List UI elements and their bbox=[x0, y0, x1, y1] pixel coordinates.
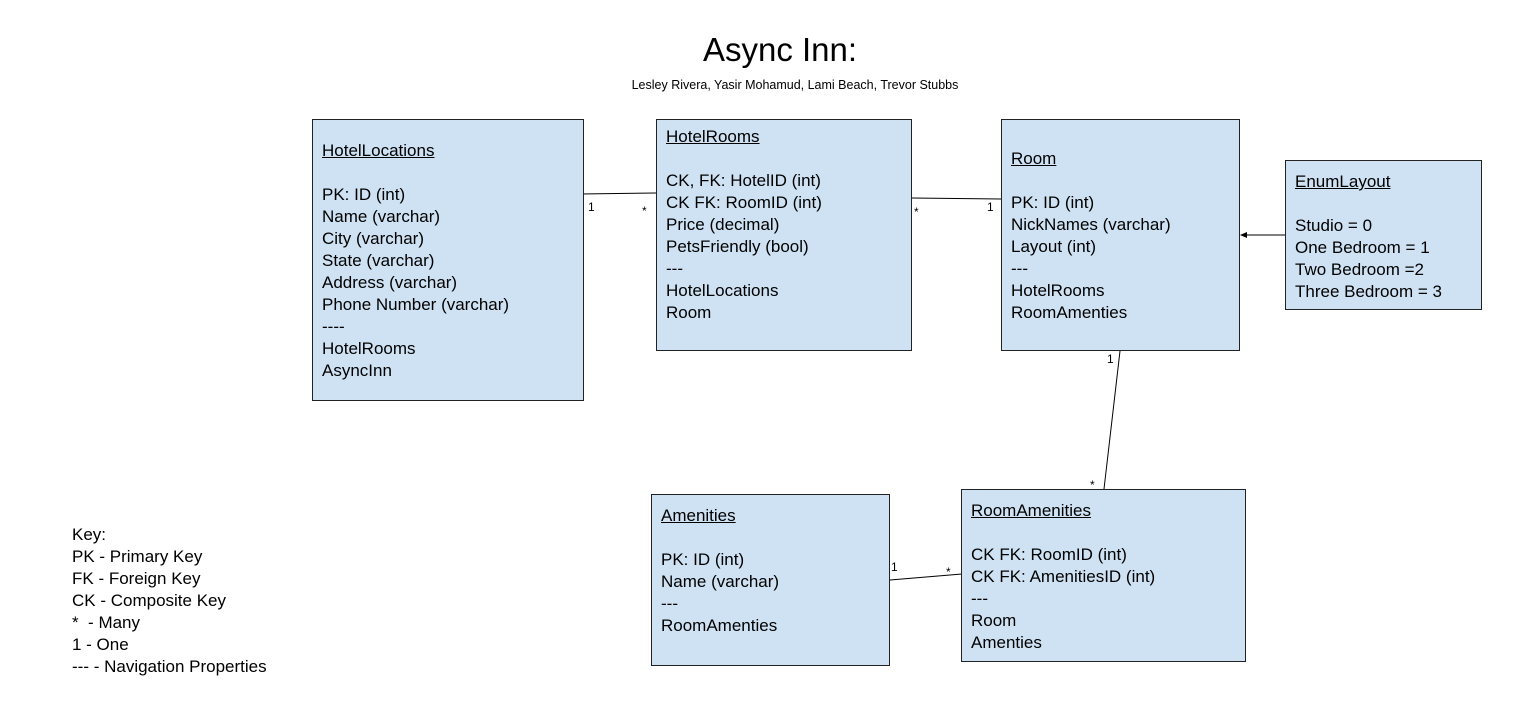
enum-value: Three Bedroom = 3 bbox=[1295, 282, 1442, 301]
entity-hotelrooms: HotelRooms CK, FK: HotelID (int) CK FK: … bbox=[656, 119, 912, 351]
entity-field: CK FK: RoomID (int) bbox=[971, 545, 1127, 564]
entity-field: City (varchar) bbox=[322, 229, 425, 248]
entity-field: Phone Number (varchar) bbox=[322, 295, 510, 314]
entity-separator: --- bbox=[1011, 259, 1028, 278]
entity-nav-property: HotelLocations bbox=[666, 281, 779, 300]
link-hotellocations-hotelrooms bbox=[579, 192, 657, 195]
legend-item: CK - Composite Key bbox=[72, 591, 226, 610]
cardinality-label: * bbox=[946, 565, 951, 579]
cardinality-label: 1 bbox=[1107, 352, 1114, 366]
legend-item: PK - Primary Key bbox=[72, 547, 203, 566]
enum-value: Studio = 0 bbox=[1295, 216, 1373, 235]
entity-field: CK, FK: HotelID (int) bbox=[666, 171, 821, 190]
entity-field: Address (varchar) bbox=[322, 273, 458, 292]
entity-nav-property: HotelRooms bbox=[322, 339, 416, 358]
entity-hotellocations: HotelLocations PK: ID (int) Name (varcha… bbox=[312, 119, 584, 401]
cardinality-label: 1 bbox=[987, 200, 994, 214]
entity-name: Room bbox=[1011, 149, 1057, 168]
link-room-roomamenities bbox=[1103, 350, 1121, 490]
entity-nav-property: AsyncInn bbox=[322, 361, 392, 380]
entity-field: Name (varchar) bbox=[322, 207, 441, 226]
entity-field: Layout (int) bbox=[1011, 237, 1097, 256]
entity-separator: --- bbox=[666, 259, 683, 278]
enum-value: One Bedroom = 1 bbox=[1295, 238, 1430, 257]
entity-field: NickNames (varchar) bbox=[1011, 215, 1171, 234]
entity-name: HotelRooms bbox=[666, 127, 760, 146]
entity-field: Name (varchar) bbox=[661, 572, 780, 591]
entity-separator: --- bbox=[971, 589, 988, 608]
entity-name: HotelLocations bbox=[322, 141, 435, 160]
enum-value: Two Bedroom =2 bbox=[1295, 260, 1424, 279]
entity-nav-property: HotelRooms bbox=[1011, 281, 1105, 300]
entity-room: Room PK: ID (int) NickNames (varchar) La… bbox=[1001, 119, 1240, 351]
entity-nav-property: RoomAmenties bbox=[661, 616, 778, 635]
entity-field: PK: ID (int) bbox=[1011, 193, 1095, 212]
cardinality-label: 1 bbox=[588, 200, 595, 214]
entity-nav-property: RoomAmenties bbox=[1011, 303, 1128, 322]
entity-field: Price (decimal) bbox=[666, 215, 780, 234]
diagram-title: Async Inn: bbox=[702, 31, 858, 68]
cardinality-label: * bbox=[642, 204, 647, 218]
entity-field: PK: ID (int) bbox=[661, 550, 745, 569]
cardinality-label: * bbox=[1090, 478, 1095, 492]
entity-separator: ---- bbox=[322, 317, 345, 336]
entity-enumlayout: EnumLayout Studio = 0 One Bedroom = 1 Tw… bbox=[1285, 160, 1482, 310]
legend-item: * - Many bbox=[72, 613, 141, 632]
entity-field: PK: ID (int) bbox=[322, 185, 406, 204]
cardinality-label: 1 bbox=[891, 560, 898, 574]
cardinality-label: * bbox=[914, 205, 919, 219]
entity-field: CK FK: RoomID (int) bbox=[666, 193, 822, 212]
entity-field: PetsFriendly (bool) bbox=[666, 237, 809, 256]
entity-name: EnumLayout bbox=[1295, 172, 1391, 191]
entity-name: Amenities bbox=[661, 506, 736, 525]
entity-nav-property: Room bbox=[666, 303, 712, 322]
legend: Key: PK - Primary Key FK - Foreign Key C… bbox=[72, 524, 267, 678]
entity-field: CK FK: AmenitiesID (int) bbox=[971, 567, 1156, 586]
entity-nav-property: Amenties bbox=[971, 633, 1042, 652]
entity-name: RoomAmenities bbox=[971, 501, 1091, 520]
entity-nav-property: Room bbox=[971, 611, 1017, 630]
legend-item: --- - Navigation Properties bbox=[72, 657, 267, 676]
legend-item: 1 - One bbox=[72, 635, 129, 654]
entity-field: State (varchar) bbox=[322, 251, 435, 270]
legend-heading: Key: bbox=[72, 525, 107, 544]
link-hotelrooms-room bbox=[911, 197, 1002, 200]
legend-item: FK - Foreign Key bbox=[72, 569, 201, 588]
link-amenities-roomamenities bbox=[889, 573, 963, 581]
arrowhead-icon bbox=[1240, 232, 1247, 238]
entity-separator: --- bbox=[661, 594, 678, 613]
entity-roomamenities: RoomAmenities CK FK: RoomID (int) CK FK:… bbox=[961, 489, 1246, 662]
entity-amenities: Amenities PK: ID (int) Name (varchar) --… bbox=[651, 494, 890, 666]
diagram-subtitle: Lesley Rivera, Yasir Mohamud, Lami Beach… bbox=[631, 78, 959, 92]
